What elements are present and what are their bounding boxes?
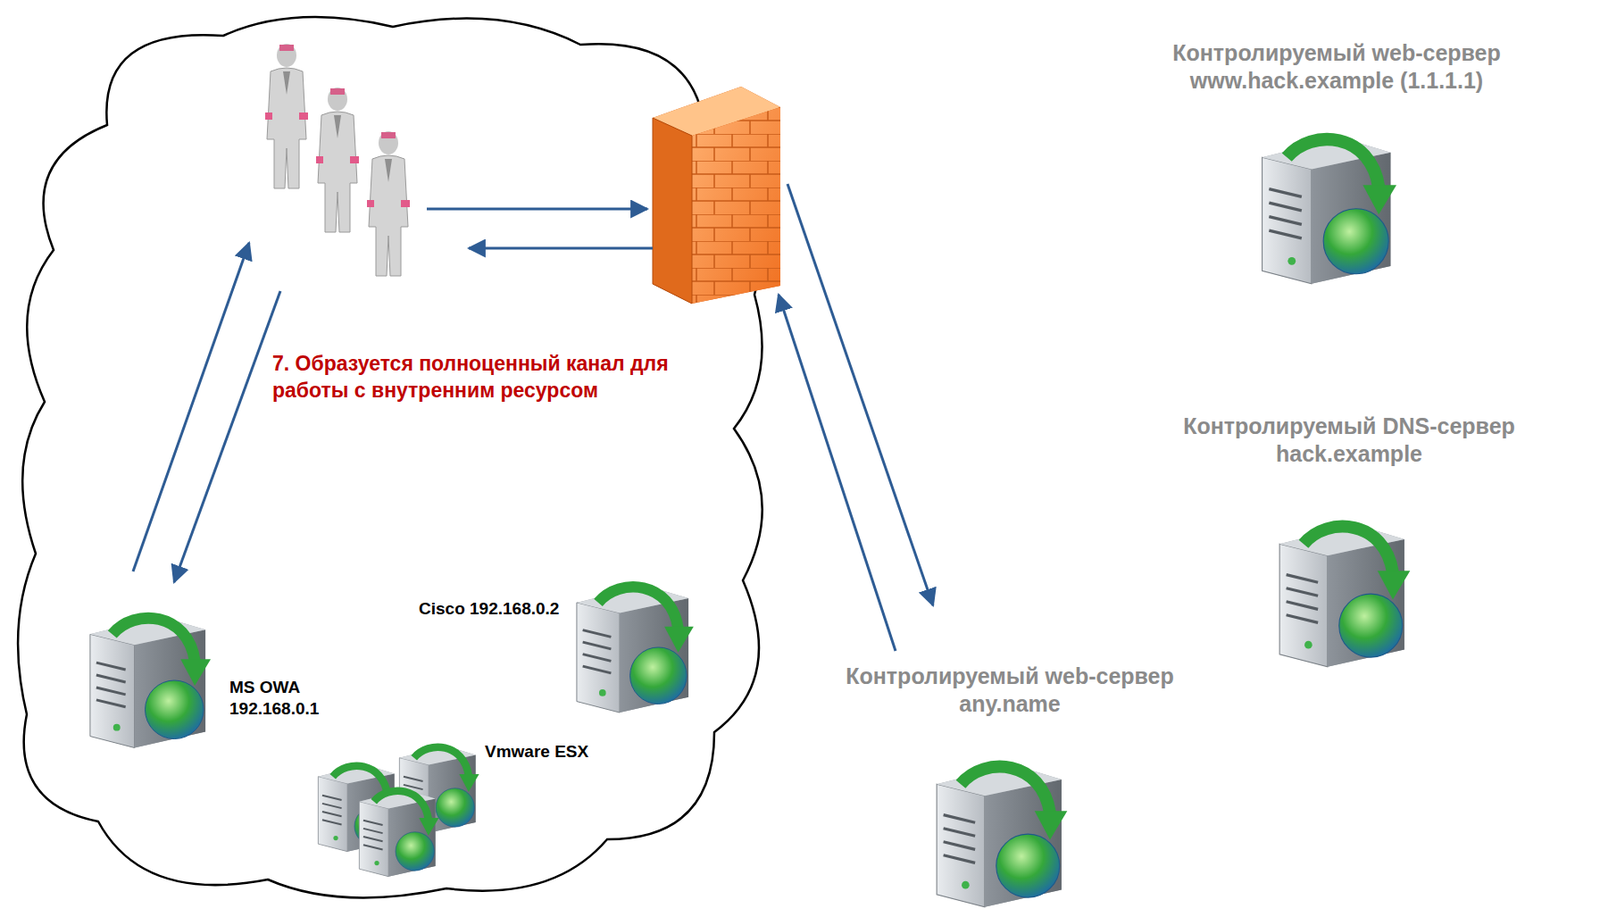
server-icon bbox=[936, 765, 1067, 908]
server-label: Cisco 192.168.0.2 bbox=[418, 598, 562, 620]
callout-note: 7. Образуется полноценный канал для рабо… bbox=[272, 350, 692, 404]
server-icon bbox=[358, 790, 439, 877]
node-text: MS OWA 192.168.0.1 bbox=[229, 676, 373, 720]
node-text: Vmware ESX bbox=[484, 741, 628, 763]
server-icon bbox=[576, 585, 694, 713]
server-label: Контролируемый DNS-сервер hack.example bbox=[1143, 412, 1555, 468]
server-label: Контролируемый web-сервер www.hack.examp… bbox=[1131, 39, 1542, 95]
server-icon bbox=[1279, 525, 1410, 667]
node-text: Cisco 192.168.0.2 bbox=[418, 598, 562, 620]
server-label: MS OWA 192.168.0.1 bbox=[229, 676, 373, 720]
node-text: Контролируемый web-сервер www.hack.examp… bbox=[1131, 39, 1542, 95]
firewall-icon bbox=[652, 86, 781, 304]
node-text: Контролируемый DNS-сервер hack.example bbox=[1143, 412, 1555, 468]
server-icon bbox=[1262, 137, 1397, 284]
server-icon bbox=[90, 616, 211, 748]
node-text: Контролируемый web-сервер any.name bbox=[804, 662, 1216, 718]
server-label: Vmware ESX bbox=[484, 741, 628, 763]
users-icon bbox=[265, 43, 410, 276]
network-cloud bbox=[17, 16, 764, 898]
flow-arrows bbox=[133, 183, 934, 651]
server-label: Контролируемый web-сервер any.name bbox=[804, 662, 1216, 718]
